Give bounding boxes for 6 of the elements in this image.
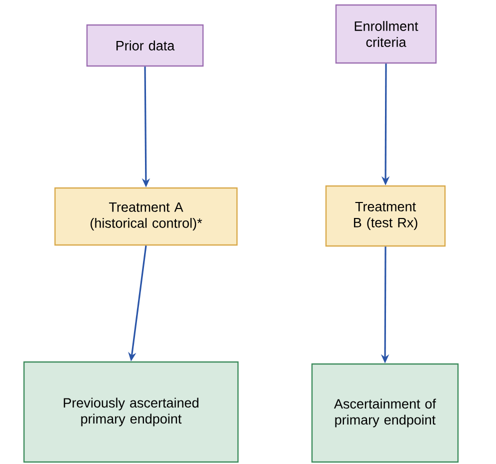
endpoint-box: Ascertainment of primary endpoint (311, 363, 459, 463)
treatment-box: Treatment A (historical control)* (54, 187, 238, 246)
source-box: Prior data (86, 24, 204, 67)
treatment-box: Treatment B (test Rx) (325, 185, 446, 247)
endpoint-box: Previously ascertained primary endpoint (23, 361, 239, 463)
source-box: Enrollment criteria (335, 4, 437, 64)
